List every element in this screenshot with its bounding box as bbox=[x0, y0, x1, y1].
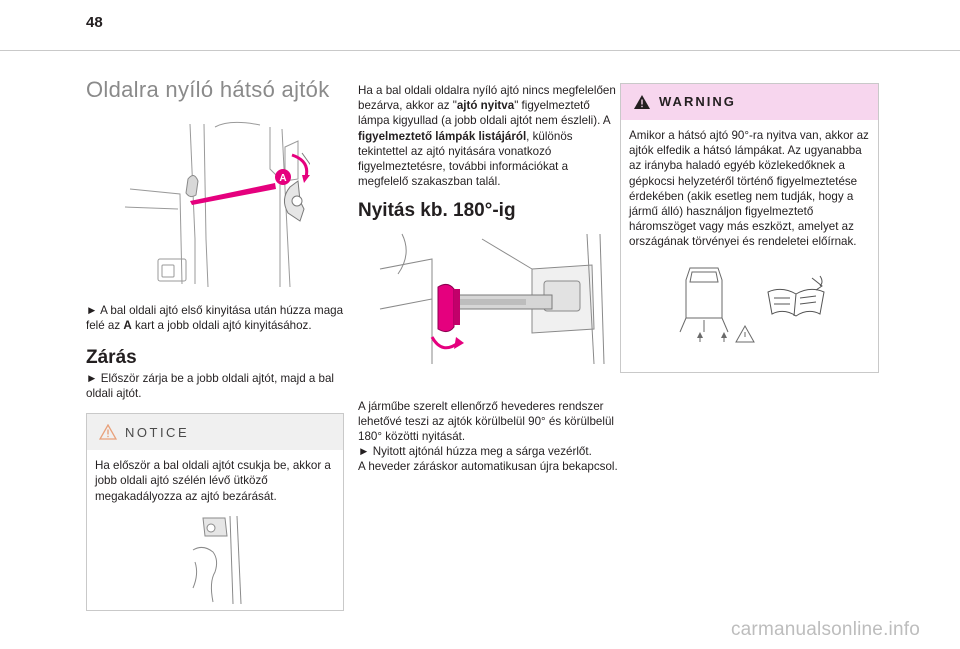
door-stop-illustration bbox=[185, 514, 245, 606]
strap-auto-reengage: A heveder záráskor automatikusan újra be… bbox=[358, 460, 618, 474]
rear-doors-warning-illustration bbox=[670, 262, 830, 346]
warning-box: WARNING Amikor a hátsó ajtó 90°-ra nyitv… bbox=[620, 83, 879, 373]
step-pull-yellow-control: ► Nyitott ajtónál húzza meg a sárga vezé… bbox=[358, 445, 592, 459]
door-lever-illustration: A bbox=[120, 119, 313, 289]
notice-text: Ha először a bal oldali ajtót csukja be,… bbox=[95, 459, 331, 503]
notice-label: NOTICE bbox=[125, 424, 190, 440]
warning-body: Amikor a hátsó ajtó 90°-ra nyitva van, a… bbox=[621, 120, 878, 354]
check-strap-illustration bbox=[372, 229, 607, 369]
warning-label: WARNING bbox=[659, 94, 736, 110]
warning-header: WARNING bbox=[621, 84, 878, 120]
strap-description: A járműbe szerelt ellenőrző hevederes re… bbox=[358, 399, 614, 444]
notice-box: NOTICE Ha először a bal oldali ajtót csu… bbox=[86, 413, 344, 614]
warning-triangle-icon bbox=[99, 424, 117, 440]
opening-180-heading: Nyitás kb. 180°-ig bbox=[358, 200, 516, 222]
watermark: carmanualsonline.info bbox=[730, 619, 920, 640]
closing-heading: Zárás bbox=[86, 346, 137, 368]
notice-body: Ha először a bal oldali ajtót csukja be,… bbox=[87, 450, 343, 614]
bullet-arrow: ► bbox=[86, 371, 98, 385]
notice-header: NOTICE bbox=[87, 414, 343, 451]
door-stop-drawing bbox=[192, 515, 242, 604]
check-strap-drawing bbox=[379, 233, 604, 364]
warning-text: Amikor a hátsó ajtó 90°-ra nyitva van, a… bbox=[629, 129, 869, 249]
step-unlock-right-door: ► A bal oldali ajtó első kinyitása után … bbox=[86, 304, 344, 333]
column-right: WARNING Amikor a hátsó ajtó 90°-ra nyitv… bbox=[620, 83, 879, 373]
bullet-arrow: ► bbox=[86, 304, 98, 318]
intro-paragraph: Ha a bal oldali oldalra nyíló ajtó nincs… bbox=[358, 84, 616, 189]
step-closing: ► Először zárja be a jobb oldali ajtót, … bbox=[86, 371, 335, 401]
door-lever-drawing: A bbox=[124, 122, 313, 288]
bullet-arrow: ► bbox=[358, 445, 370, 459]
warning-triangle-icon bbox=[634, 95, 650, 109]
column-left: Oldalra nyíló hátsó ajtók bbox=[86, 77, 344, 614]
header-divider bbox=[0, 50, 960, 51]
callout-a-label: A bbox=[279, 173, 286, 184]
section-title: Oldalra nyíló hátsó ajtók bbox=[86, 77, 330, 102]
rear-doors-warning-drawing bbox=[679, 267, 825, 343]
column-middle: Ha a bal oldali oldalra nyíló ajtó nincs… bbox=[358, 83, 620, 475]
page-number: 48 bbox=[86, 14, 103, 31]
